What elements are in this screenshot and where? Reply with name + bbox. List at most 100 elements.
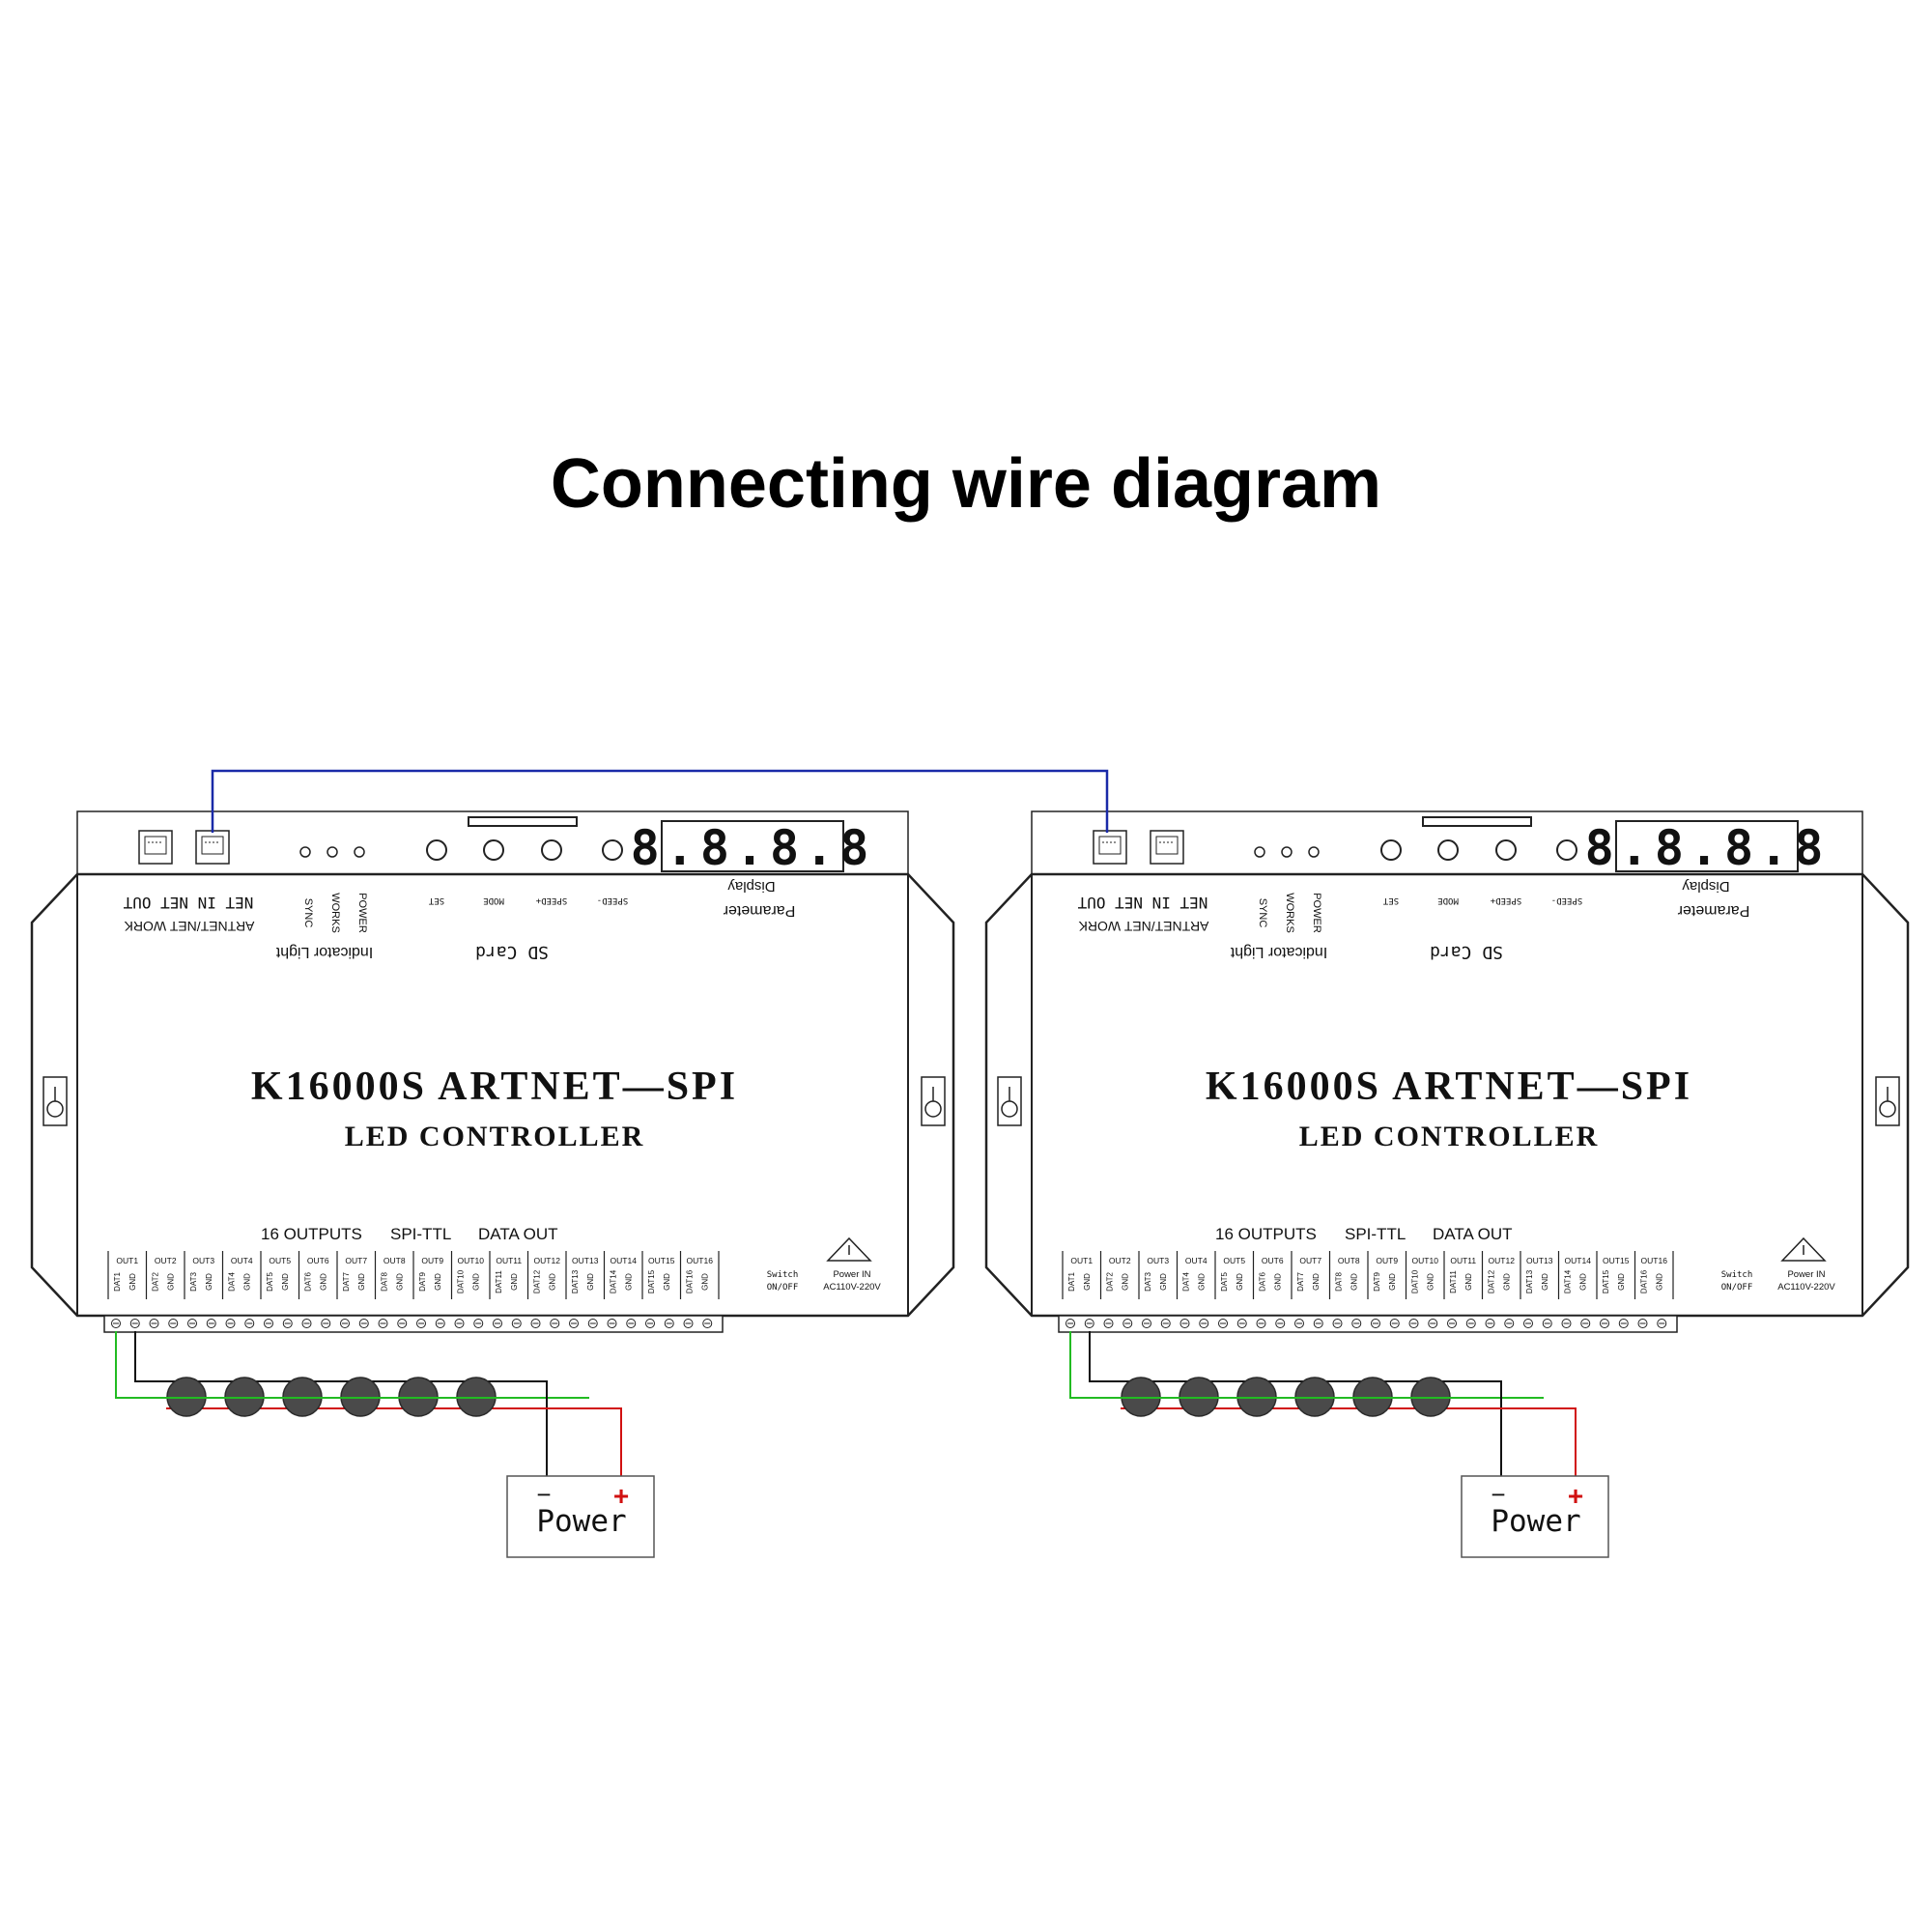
- power-in-label-1: Power IN: [1787, 1269, 1825, 1280]
- button-set[interactable]: [426, 839, 447, 861]
- gnd-pin-label: GND: [1159, 1273, 1168, 1291]
- outputs-heading-1: 16 OUTPUTS: [1215, 1225, 1317, 1243]
- data-pin-label: DAT15: [647, 1269, 656, 1293]
- gnd-pin-label: GND: [472, 1273, 481, 1291]
- parameter-label: Parameter: [723, 902, 795, 919]
- ethernet-port-icon: [1150, 830, 1184, 865]
- channel-label: OUT10: [1412, 1256, 1439, 1265]
- power-label: Power: [1491, 1504, 1580, 1539]
- channel-label: OUT9: [421, 1256, 443, 1265]
- indicator-led-1: [1254, 846, 1265, 858]
- positive-wire: [1121, 1407, 1577, 1476]
- channel-label: OUT7: [1299, 1256, 1321, 1265]
- button-label-3: SPEED+: [535, 895, 567, 905]
- net-in-port[interactable]: [1093, 830, 1127, 865]
- gnd-pin-label: GND: [1503, 1273, 1512, 1291]
- data-pin-label: DAT16: [686, 1269, 695, 1293]
- gnd-pin-label: GND: [1236, 1273, 1244, 1291]
- data-pin-label: DAT5: [1220, 1272, 1229, 1292]
- button-speed[interactable]: [541, 839, 562, 861]
- net-out-port[interactable]: [1150, 830, 1184, 865]
- channel-label: OUT9: [1376, 1256, 1398, 1265]
- data-pin-label: DAT12: [533, 1269, 542, 1293]
- indicator-led-3: [1308, 846, 1320, 858]
- ethernet-port-icon: [138, 830, 173, 865]
- data-pin-label: DAT8: [1335, 1272, 1344, 1292]
- net-out-port[interactable]: [195, 830, 230, 865]
- channel-label: OUT14: [1565, 1256, 1592, 1265]
- indicator-label-power: POWER: [1311, 893, 1322, 933]
- gnd-pin-label: GND: [1122, 1273, 1130, 1291]
- sd-card-slot[interactable]: [468, 816, 578, 827]
- gnd-pin-label: GND: [1388, 1273, 1397, 1291]
- gnd-pin-label: GND: [1083, 1273, 1092, 1291]
- channel-label: OUT7: [345, 1256, 367, 1265]
- sd-card-slot[interactable]: [1422, 816, 1532, 827]
- data-pin-label: DAT13: [571, 1269, 580, 1293]
- gnd-pin-label: GND: [205, 1273, 213, 1291]
- button-speed[interactable]: [1556, 839, 1577, 861]
- power-plus-label: +: [1568, 1481, 1583, 1511]
- gnd-pin-label: GND: [1350, 1273, 1359, 1291]
- power-supply: Power−+: [506, 1475, 655, 1558]
- display-digits: 8.8.8.8: [1585, 820, 1830, 876]
- net-in-port[interactable]: [138, 830, 173, 865]
- channel-label: OUT2: [155, 1256, 177, 1265]
- button-label-1: SET: [428, 895, 444, 905]
- warning-icon: [1780, 1236, 1827, 1262]
- gnd-pin-label: GND: [586, 1273, 595, 1291]
- indicator-label-sync: SYNC: [1257, 898, 1268, 928]
- power-minus-label: −: [536, 1480, 551, 1509]
- button-speed[interactable]: [1495, 839, 1517, 861]
- gnd-pin-label: GND: [1312, 1273, 1321, 1291]
- gnd-pin-label: GND: [549, 1273, 557, 1291]
- outputs-heading-3: DATA OUT: [478, 1225, 558, 1243]
- button-mode[interactable]: [1437, 839, 1459, 861]
- button-label-3: SPEED+: [1490, 895, 1521, 905]
- power-in-label-1: Power IN: [833, 1269, 870, 1280]
- power-label: Power: [536, 1504, 626, 1539]
- channel-label: OUT6: [307, 1256, 329, 1265]
- channel-label: OUT13: [572, 1256, 599, 1265]
- power-supply: Power− +: [1461, 1475, 1609, 1558]
- data-pin-label: DAT2: [152, 1272, 160, 1292]
- data-pin-label: DAT10: [457, 1269, 466, 1293]
- power-in-label-2: AC110V-220V: [823, 1282, 881, 1293]
- gnd-pin-label: GND: [243, 1273, 252, 1291]
- gnd-pin-label: GND: [625, 1273, 634, 1291]
- display-label: Display: [727, 878, 776, 895]
- channel-label: OUT16: [1641, 1256, 1668, 1265]
- channel-label: OUT6: [1262, 1256, 1284, 1265]
- indicator-label-sync: SYNC: [302, 898, 314, 928]
- data-pin-label: DAT8: [381, 1272, 389, 1292]
- parameter-display: [661, 820, 844, 872]
- indicator-led-1: [299, 846, 311, 858]
- gnd-pin-label: GND: [663, 1273, 671, 1291]
- gnd-pin-label: GND: [281, 1273, 290, 1291]
- gnd-pin-label: GND: [1198, 1273, 1207, 1291]
- indicator-label-works: WORKS: [329, 893, 341, 933]
- channel-label: OUT1: [1070, 1256, 1093, 1265]
- channel-label: OUT1: [116, 1256, 138, 1265]
- artnet-label: ARTNET/NET WORK: [1078, 919, 1208, 934]
- button-mode[interactable]: [483, 839, 504, 861]
- model-subtitle: LED CONTROLLER: [345, 1121, 645, 1152]
- channel-label: OUT15: [648, 1256, 675, 1265]
- ethernet-socket: [1155, 836, 1179, 855]
- button-speed[interactable]: [602, 839, 623, 861]
- data-pin-label: DAT2: [1106, 1272, 1115, 1292]
- data-pin-label: DAT12: [1488, 1269, 1496, 1293]
- gnd-pin-label: GND: [357, 1273, 366, 1291]
- power-minus-label: −: [1491, 1480, 1505, 1509]
- button-set[interactable]: [1380, 839, 1402, 861]
